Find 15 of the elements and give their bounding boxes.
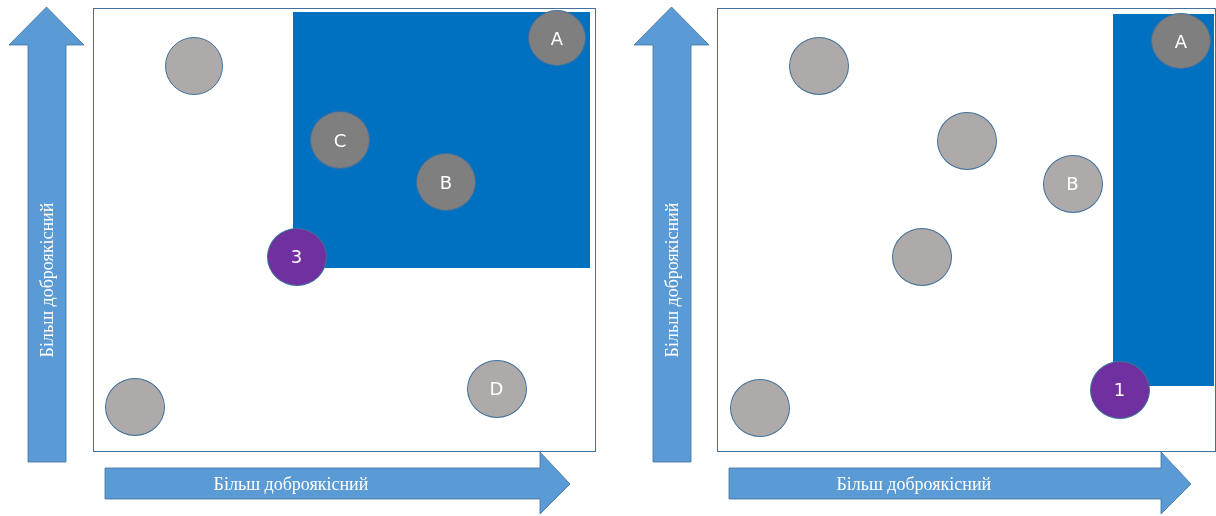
plot-frame xyxy=(717,8,1216,452)
highlight-region xyxy=(292,11,590,268)
circle-marker: B xyxy=(416,153,476,211)
circle-marker: C xyxy=(310,111,370,169)
axis-label: Більш доброякісний xyxy=(36,202,58,358)
plot-frame xyxy=(93,8,596,452)
axis-label: Більш доброякісний xyxy=(213,473,369,495)
circle-marker: A xyxy=(528,10,586,66)
axis-label: Більш доброякісний xyxy=(836,473,992,495)
circle-marker: 1 xyxy=(1089,360,1150,419)
circle-marker: B xyxy=(1042,154,1103,213)
circle-marker: 3 xyxy=(266,227,327,286)
circle-marker: A xyxy=(1151,13,1211,69)
circle-marker: D xyxy=(466,359,527,418)
axis-label: Більш доброякісний xyxy=(661,202,683,358)
